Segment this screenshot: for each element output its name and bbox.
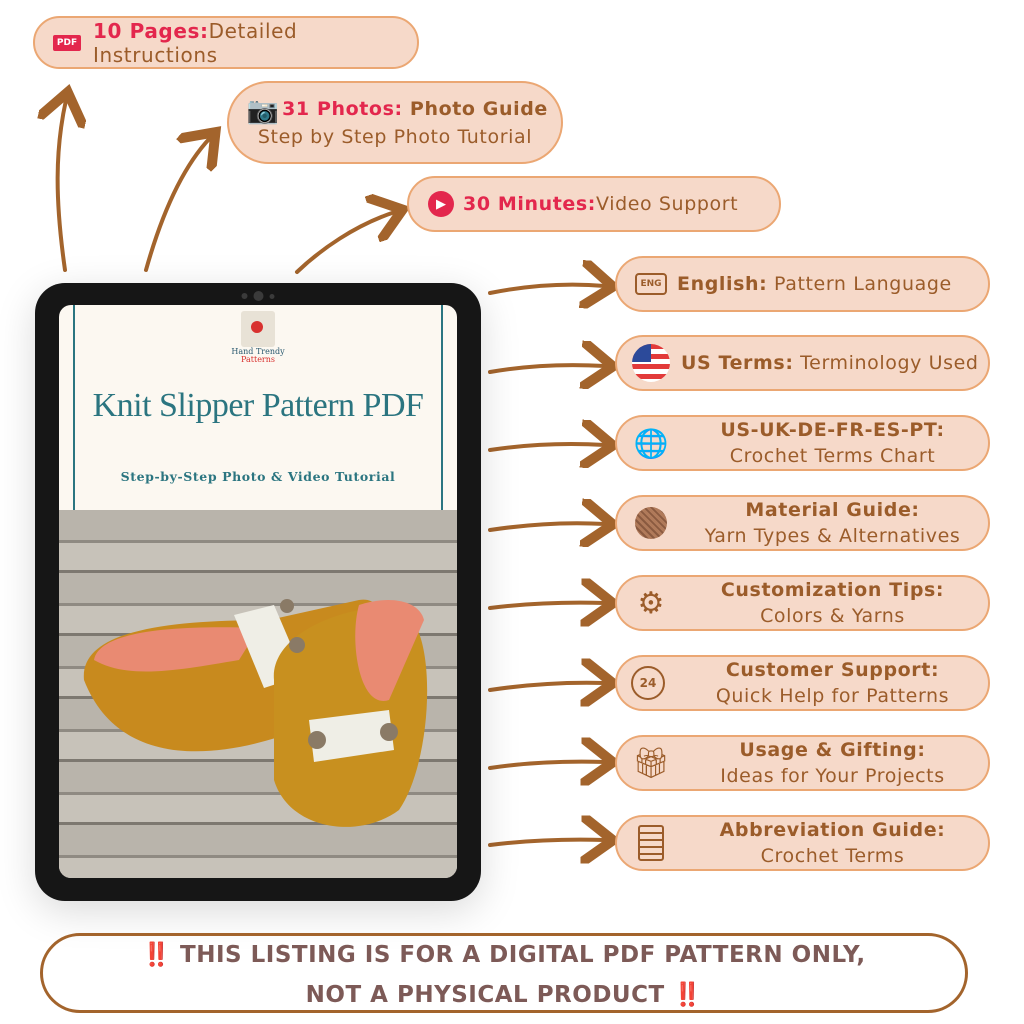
camera-icon: 📷 [246,96,280,126]
feature-text: Crochet Terms Chart [729,445,936,467]
video-text: Video Support [596,193,739,215]
tablet-screen: Hand Trendy Patterns Knit Slipper Patter… [59,305,457,878]
gear-lightbulb-icon: ⚙ [637,585,665,621]
feature-label: Customer Support: [725,659,940,681]
pages-count: 10 Pages: [93,18,209,43]
feature-text: Quick Help for Patterns [715,685,950,707]
feature-terms-chart: 🌐 US-UK-DE-FR-ES-PT: Crochet Terms Chart [615,415,990,471]
feature-video: ▶ 30 Minutes:Video Support [407,176,781,232]
brand-line2: Patterns [240,355,276,364]
play-icon: ▶ [421,184,461,224]
feature-text: Ideas for Your Projects [720,765,945,787]
notice-line2: NOT A PHYSICAL PRODUCT ‼️ [305,982,703,1008]
pages-text: Detailed Instructions [93,18,298,67]
slipper-photo [59,510,457,878]
notice-line1: ‼️ THIS LISTING IS FOR A DIGITAL PDF PAT… [142,942,866,968]
language-bubble-icon: ENG [631,264,671,304]
tablet-mockup: Hand Trendy Patterns Knit Slipper Patter… [35,283,481,901]
photos-text: Step by Step Photo Tutorial [257,125,533,148]
brand-line1: Hand Trendy [231,347,285,356]
feature-us-terms: US Terms: Terminology Used [615,335,990,391]
photo-guide-label: Photo Guide [409,97,548,120]
feature-text: Yarn Types & Alternatives [704,525,961,547]
feature-pages: PDF 10 Pages:Detailed Instructions [33,16,419,69]
logo-icon [241,311,275,347]
clipboard-list-icon [631,823,671,863]
feature-support: 24 Customer Support: Quick Help for Patte… [615,655,990,711]
feature-label: US-UK-DE-FR-ES-PT: [720,419,945,441]
feature-label: Customization Tips: [720,579,945,601]
digital-only-notice: ‼️ THIS LISTING IS FOR A DIGITAL PDF PAT… [40,933,968,1013]
feature-label: Usage & Gifting: [739,739,926,761]
feature-text: Terminology Used [800,352,979,374]
feature-language: ENG English: Pattern Language [615,256,990,312]
brand-logo: Hand Trendy Patterns [59,311,457,364]
feature-label: Material Guide: [745,499,920,521]
globe-languages-icon: 🌐 [633,426,669,460]
feature-text: Pattern Language [774,273,952,295]
support-24-icon: 24 [631,666,665,700]
feature-photos: 📷 31 Photos: Photo Guide Step by Step Ph… [227,81,563,164]
feature-label: Abbreviation Guide: [719,819,946,841]
feature-label: US Terms: [681,352,794,374]
gift-icon: 🎁︎ [631,745,671,781]
photos-count: 31 Photos: [282,97,403,120]
yarn-ball-icon [631,503,671,543]
feature-gifting: 🎁︎ Usage & Gifting: Ideas for Your Projec… [615,735,990,791]
slippers-illustration [83,599,428,827]
feature-text: Colors & Yarns [760,605,905,627]
feature-material: Material Guide: Yarn Types & Alternatives [615,495,990,551]
us-flag-icon [631,343,671,383]
feature-text: Crochet Terms [760,845,905,867]
cover-title: Knit Slipper Pattern PDF [92,387,424,424]
pdf-icon: PDF [47,23,87,63]
feature-customization: ⚙ Customization Tips: Colors & Yarns [615,575,990,631]
feature-abbreviations: Abbreviation Guide: Crochet Terms [615,815,990,871]
video-minutes: 30 Minutes: [463,193,597,215]
camera-cutout [241,291,275,301]
feature-label: English: [677,273,768,295]
cover-subtitle: Step-by-Step Photo & Video Tutorial [120,469,396,484]
